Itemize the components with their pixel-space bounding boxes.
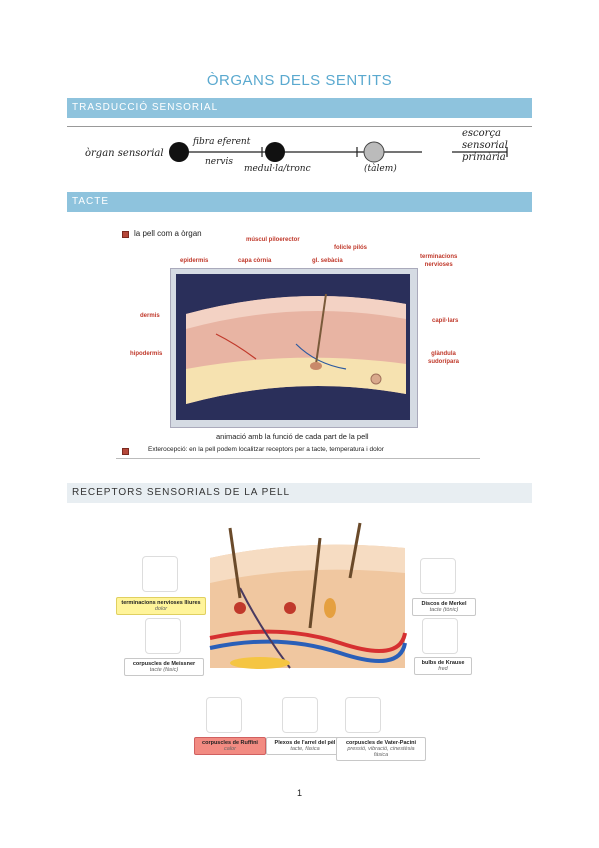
receptors-epidermis [210,544,405,583]
receptor-lliures-sub: dolor [154,606,168,612]
receptor-plexos-title: Plexos de l'arrel del pèl [274,740,336,746]
receptor-merkel-sub: tacte (tònic) [429,607,459,613]
fat-cells [230,657,290,669]
tacte-bullet-1: la pell com a òrgan [134,229,202,238]
label-terminacions: terminacions nervioses [420,253,457,269]
vessel-blue [295,343,347,370]
receptor-meissner-title: corpuscles de Meissner [132,661,196,667]
hair-follicle [310,362,322,370]
receptor-plexos: Plexos de l'arrel del pèl tacte, fàsica [266,737,344,755]
pathway-escorca-label: escorça sensorial primària [462,128,508,164]
receptor-lliures: terminacions nervioses lliures dolor [116,597,206,615]
receptor-merkel-title: Discos de Merkel [421,601,467,607]
thumb-lliures [142,556,178,592]
skin-epidermis [186,296,406,329]
receptor-vater-sub-2: fàsica [373,752,389,758]
label-dermis: dermis [140,313,160,319]
label-glandula-1: glàndula [431,351,456,357]
page-number: 1 [296,788,302,798]
tacte-bullet-2: Exterocepció: en la pell podem localitza… [148,446,384,453]
skin-hipodermis [186,357,406,404]
pathway-node-organ [169,142,189,162]
pathway-medulla-label: medul·la/tronc [244,164,311,174]
receptor-meissner-sub: tacte (fàsic) [149,667,179,673]
receptor-krause-sub: fred [438,666,448,672]
pathway-node-medulla [265,142,285,162]
label-epidermis: epidermis [180,258,209,264]
label-capillars: capil·lars [432,318,459,324]
vein [209,639,407,663]
thumb-meissner [145,618,181,654]
section-heading-trasduccio: TRASDUCCIÓ SENSORIAL [67,98,532,118]
section-heading-tacte: TACTE [67,192,532,212]
receptor-meissner: corpuscles de Meissner tacte (fàsic) [124,658,204,676]
hair-2 [228,527,242,599]
blood-cluster-1 [234,602,246,614]
receptor-ruffini: corpuscles de Ruffini calor [194,737,266,755]
thumb-vater [345,697,381,733]
sweat-gland [370,373,382,385]
label-capa-cornia: capa còrnia [238,258,272,264]
label-terminacions-2: nervioses [424,262,453,268]
label-gl-sebacia: gl. sebàcia [312,258,343,264]
pathway-escorca-line-3: primària [462,152,506,163]
label-glandula: glàndula sudorípara [428,350,459,366]
hair-1 [308,537,322,629]
pathway-top-rule [67,126,532,127]
receptors-skin [210,544,405,668]
pathway-organ-label: òrgan sensorial [85,148,164,159]
pathway-node-talem [363,141,385,163]
label-folicle: folicle pilós [334,245,368,251]
receptor-plexos-sub: tacte, fàsica [290,746,320,752]
pathway-diagram [169,141,508,163]
section-heading-receptors: RECEPTORS SENSORIALS DE LA PELL [67,483,532,503]
page-title: ÒRGANS DELS SENTITS [206,72,393,89]
tacte-rule [116,458,480,459]
pathway-talem-label: (tàlem) [364,164,397,174]
receptor-lliures-title: terminacions nervioses lliures [121,600,201,606]
pathway-fibra-label: fibra eferent [193,137,251,147]
bullet-icon [122,231,129,238]
receptor-merkel: Discos de Merkel tacte (tònic) [412,598,476,616]
label-glandula-2: sudorípara [428,359,460,365]
label-muscul: múscul piloerector [246,237,300,243]
receptor-vater-sub-1: pressió, vibració, cinestèsia [347,746,415,752]
pacinian-corpuscle [324,598,336,618]
hair-shaft [315,293,327,365]
label-terminacions-1: terminacions [420,254,458,260]
thumb-ruffini [206,697,242,733]
artery [209,629,407,653]
receptor-krause: bulbs de Krause fred [414,657,472,675]
thumb-plexos [282,697,318,733]
hair-3 [348,522,362,579]
skin-illustration [176,274,410,420]
thumb-krause [422,618,458,654]
receptor-ruffini-title: corpuscles de Ruffini [202,740,258,746]
pathway-escorca-line-2: sensorial [462,140,508,151]
thumb-merkel [420,558,456,594]
blood-cluster-2 [284,602,296,614]
label-hipodermis: hipodermis [130,351,163,357]
receptor-vater-title: corpuscles de Vater-Pacini [345,740,416,746]
receptor-krause-title: bulbs de Krause [421,660,465,666]
receptor-ruffini-sub: calor [224,746,236,752]
tacte-caption: animació amb la funció de cada part de l… [216,432,369,441]
vessel-red [215,333,257,360]
bullet-icon [122,448,129,455]
receptor-vater: corpuscles de Vater-Pacini pressió, vibr… [336,737,426,761]
receptors-illustration [209,522,407,669]
pathway-escorca-line-1: escorça [462,128,502,139]
pathway-nervis-label: nervis [205,157,234,167]
